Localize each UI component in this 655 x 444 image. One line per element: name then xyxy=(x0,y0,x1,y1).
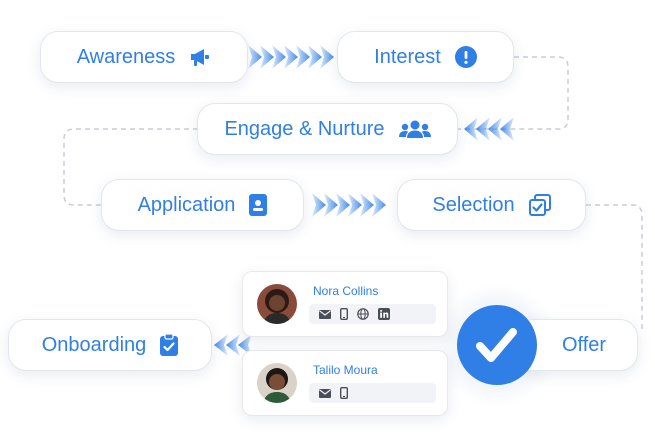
contact-bar xyxy=(309,383,436,403)
multi-select-icon xyxy=(528,194,551,216)
megaphone-icon xyxy=(189,47,211,67)
candidate-card[interactable]: Nora Collins xyxy=(242,271,448,337)
users-icon xyxy=(398,119,431,139)
connector-selection-offer xyxy=(586,204,643,330)
candidate-card[interactable]: Talilo Moura xyxy=(242,350,448,416)
phone-icon[interactable] xyxy=(340,308,348,320)
step-offer-label: Offer xyxy=(562,333,607,356)
exclamation-icon xyxy=(454,46,477,68)
step-onboarding-label: Onboarding xyxy=(41,333,147,356)
step-interest-label: Interest xyxy=(374,45,441,68)
step-engage-label: Engage & Nurture xyxy=(224,117,385,140)
mail-icon[interactable] xyxy=(319,309,331,319)
step-engage-nurture[interactable]: Engage & Nurture xyxy=(197,103,458,155)
mail-icon[interactable] xyxy=(319,388,331,398)
avatar xyxy=(257,284,297,324)
avatar xyxy=(257,363,297,403)
candidate-name: Nora Collins xyxy=(313,284,379,298)
step-application-label: Application xyxy=(137,193,236,216)
step-awareness[interactable]: Awareness xyxy=(40,31,248,83)
step-selection-label: Selection xyxy=(432,193,515,216)
contact-bar xyxy=(309,304,436,324)
candidate-name: Talilo Moura xyxy=(313,363,378,377)
globe-icon[interactable] xyxy=(357,308,369,320)
linkedin-icon[interactable] xyxy=(378,308,390,320)
clipboard-check-icon xyxy=(160,334,179,356)
step-awareness-label: Awareness xyxy=(76,45,176,68)
step-application[interactable]: Application xyxy=(101,179,304,231)
step-selection[interactable]: Selection xyxy=(397,179,586,231)
id-card-icon xyxy=(249,194,268,216)
chevrons-to-engage xyxy=(464,117,514,141)
connector-engage-application xyxy=(63,128,198,206)
step-offer[interactable]: Offer xyxy=(515,319,638,371)
phone-icon[interactable] xyxy=(340,387,348,399)
step-interest[interactable]: Interest xyxy=(337,31,514,83)
connector-interest-engage xyxy=(458,56,569,130)
chevrons-awareness-interest xyxy=(248,45,334,69)
chevrons-application-selection xyxy=(312,193,386,217)
step-onboarding[interactable]: Onboarding xyxy=(8,319,212,371)
